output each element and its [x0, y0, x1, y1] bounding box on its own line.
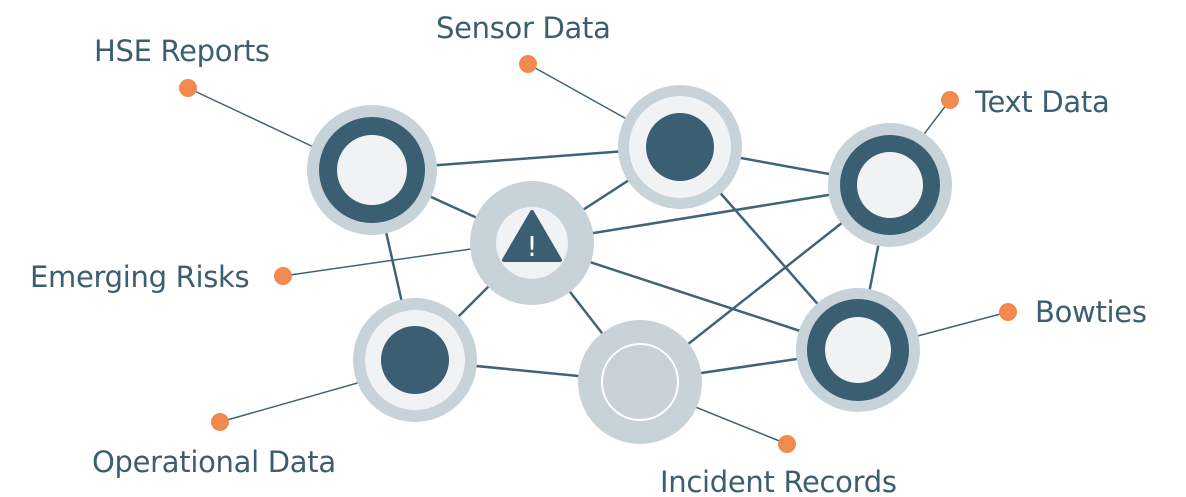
- label-text-data: Text Data: [974, 85, 1109, 119]
- label-leaders: [187, 63, 1009, 445]
- node-bowties: [796, 288, 920, 412]
- node-incident-records: [578, 320, 702, 444]
- warning-triangle-icon: [502, 210, 562, 262]
- dot-incident-records: [778, 435, 796, 453]
- dot-hse-reports: [179, 79, 197, 97]
- label-emerging-risks: Emerging Risks: [30, 260, 249, 294]
- accent-dots: [179, 55, 1017, 453]
- leader-emerging-risks: [282, 247, 479, 277]
- node-sensor-data: [618, 85, 742, 209]
- label-sensor-data: Sensor Data: [436, 11, 611, 45]
- dot-sensor-data: [519, 55, 537, 73]
- leader-sensor-data: [527, 63, 633, 123]
- label-incident-records: Incident Records: [660, 465, 897, 497]
- warning-mark: !: [526, 230, 537, 263]
- node-text-data: [828, 123, 952, 247]
- label-hse-reports: HSE Reports: [94, 34, 270, 68]
- dot-bowties: [999, 303, 1017, 321]
- leader-operational-data: [219, 379, 369, 423]
- node-emerging-risks: !: [470, 181, 594, 305]
- leader-hse-reports: [187, 87, 321, 151]
- node-hse-reports: [307, 105, 437, 235]
- dot-operational-data: [211, 413, 229, 431]
- node-operational-data: [353, 298, 477, 422]
- dot-text-data: [941, 91, 959, 109]
- dot-emerging-risks: [274, 267, 292, 285]
- label-operational-data: Operational Data: [92, 445, 336, 479]
- label-bowties: Bowties: [1035, 295, 1147, 329]
- leader-bowties: [909, 311, 1009, 339]
